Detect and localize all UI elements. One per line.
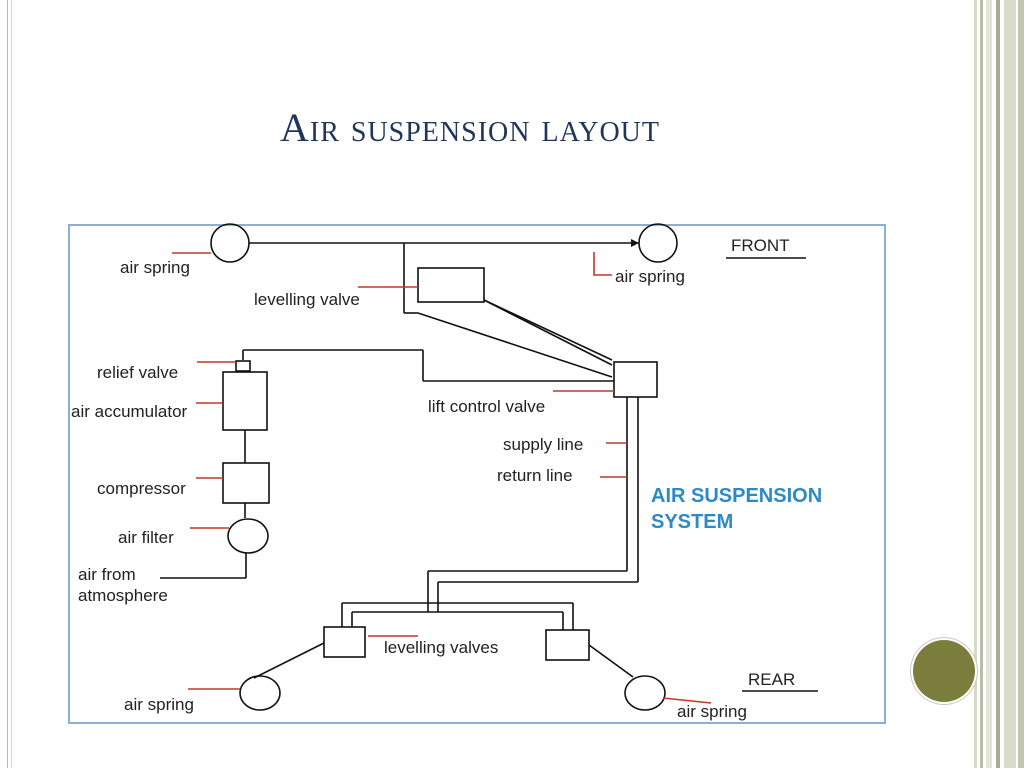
label-supply-line: supply line [503, 435, 583, 454]
rear-right-levelling-valve [545, 629, 590, 661]
compressor [222, 462, 270, 504]
label-return-line: return line [497, 466, 573, 485]
label-levelling-valves: levelling valves [384, 638, 498, 657]
label-relief-valve: relief valve [97, 363, 178, 382]
label-air-from: air from [78, 565, 136, 584]
label-levelling-valve: levelling valve [254, 290, 360, 309]
rear-right-air-spring [624, 675, 666, 711]
front-right-air-spring [638, 223, 678, 263]
lift-control-valve [613, 361, 658, 398]
system-title-line2: SYSTEM [651, 511, 733, 533]
slide-title: Air suspension layout [279, 105, 660, 150]
front-levelling-valve [417, 267, 485, 303]
rear-left-levelling-valve [323, 626, 366, 658]
label-front: FRONT [731, 236, 790, 255]
air-accumulator [222, 371, 268, 431]
label-lift-control-valve: lift control valve [428, 397, 545, 416]
relief-valve [235, 360, 251, 372]
label-atmosphere: atmosphere [78, 586, 168, 605]
label-air-spring-front-left: air spring [120, 258, 190, 277]
label-air-filter: air filter [118, 528, 174, 547]
diagram-frame [68, 224, 886, 724]
label-rear: REAR [748, 670, 795, 689]
label-air-spring-rear-left: air spring [124, 695, 194, 714]
label-compressor: compressor [97, 479, 186, 498]
system-title-line1: AIR SUSPENSION [651, 485, 822, 507]
label-air-accumulator: air accumulator [71, 402, 188, 421]
label-air-spring-rear-right: air spring [677, 702, 747, 721]
decorative-circle [913, 640, 975, 702]
rear-left-air-spring [239, 675, 281, 711]
left-border-rule [7, 0, 8, 768]
label-air-spring-front-right: air spring [615, 267, 685, 286]
right-decorative-bars [974, 0, 1024, 768]
front-left-air-spring [210, 223, 250, 263]
left-border-rule-inner [11, 0, 12, 768]
air-filter [227, 518, 269, 554]
